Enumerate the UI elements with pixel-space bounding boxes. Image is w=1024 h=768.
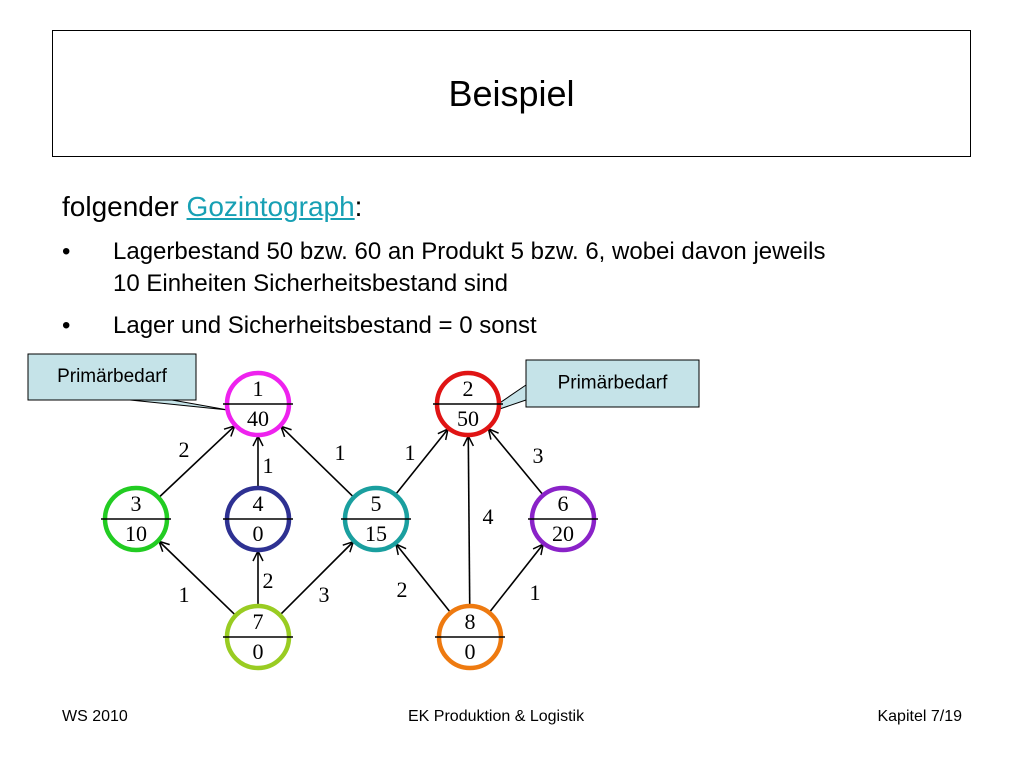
footer-center: EK Produktion & Logistik (408, 708, 585, 725)
node-stock-value: 0 (253, 521, 264, 546)
node-product-number: 3 (131, 491, 142, 516)
node-1: 140 (223, 370, 293, 438)
edge-5-1: 1 (281, 426, 355, 498)
callout-label: Primärbedarf (57, 366, 168, 387)
node-stock-value: 0 (465, 639, 476, 664)
slide-title: Beispiel (448, 72, 575, 114)
callout-box (27, 353, 197, 401)
callout-label: Primärbedarf (558, 373, 669, 394)
node-product-number: 2 (463, 376, 474, 401)
edge-7-4: 2 (258, 551, 274, 606)
callout-box (525, 359, 700, 408)
bullet-text-line: 10 Einheiten Sicherheitsbestand sind (113, 270, 508, 297)
footer-left: WS 2010 (62, 708, 128, 725)
edge-4-1: 1 (258, 436, 274, 488)
edge-quantity-label: 2 (397, 577, 408, 602)
edge-arrow (488, 544, 543, 614)
bullet-symbol: • (62, 312, 71, 339)
node-product-number: 5 (371, 491, 382, 516)
node-product-number: 7 (253, 609, 264, 634)
edge-8-5: 2 (396, 544, 452, 614)
edge-arrow (279, 542, 353, 616)
edge-quantity-label: 2 (179, 437, 190, 462)
node-stock-value: 40 (247, 406, 269, 431)
intro-prefix: folgender (62, 191, 187, 222)
node-stock-value: 10 (125, 521, 147, 546)
edge-3-1: 2 (158, 426, 235, 499)
node-7: 70 (223, 603, 293, 671)
edge-7-3: 1 (159, 541, 237, 617)
edge-quantity-label: 1 (335, 440, 346, 465)
callout-pointer (129, 399, 229, 411)
edge-quantity-label: 3 (319, 582, 330, 607)
edge-5-2: 1 (394, 429, 448, 496)
edge-quantity-label: 4 (483, 504, 494, 529)
node-4: 40 (223, 485, 293, 553)
primaerbedarf-callout: Primärbedarf (27, 353, 229, 411)
node-stock-value: 20 (552, 521, 574, 546)
edge-quantity-label: 3 (533, 443, 544, 468)
edge-quantity-label: 2 (263, 568, 274, 593)
edge-quantity-label: 1 (530, 580, 541, 605)
node-6: 620 (528, 485, 598, 553)
edge-arrow (488, 429, 544, 496)
node-stock-value: 0 (253, 639, 264, 664)
intro-line: folgender Gozintograph: (62, 190, 362, 224)
edge-quantity-label: 1 (179, 582, 190, 607)
edge-arrow (281, 426, 355, 498)
footer-right: Kapitel 7/19 (877, 708, 962, 725)
edge-quantity-label: 1 (405, 440, 416, 465)
bullet-symbol: • (62, 238, 71, 265)
edge-8-6: 1 (488, 544, 543, 614)
node-product-number: 8 (465, 609, 476, 634)
node-product-number: 4 (253, 491, 264, 516)
edge-8-2: 4 (468, 436, 494, 607)
primaerbedarf-callout: Primärbedarf (481, 359, 700, 416)
node-3: 310 (101, 485, 171, 553)
node-8: 80 (435, 603, 505, 671)
edge-6-2: 3 (488, 429, 544, 496)
edge-arrow (159, 541, 237, 617)
bullet-text-line: Lager und Sicherheitsbestand = 0 sonst (113, 312, 537, 339)
title-box: Beispiel (52, 30, 971, 157)
node-5: 515 (341, 485, 411, 553)
node-2: 250 (433, 370, 503, 438)
gozintograph-link[interactable]: Gozintograph (186, 191, 355, 222)
node-stock-value: 50 (457, 406, 479, 431)
intro-suffix: : (354, 191, 363, 222)
node-stock-value: 15 (365, 521, 387, 546)
node-product-number: 6 (558, 491, 569, 516)
edge-7-5: 3 (279, 542, 353, 616)
edge-quantity-label: 1 (263, 453, 274, 478)
edge-arrow (468, 436, 469, 607)
edge-arrow (396, 544, 452, 614)
bullet-text-line: Lagerbestand 50 bzw. 60 an Produkt 5 bzw… (113, 238, 826, 265)
edge-arrow (394, 429, 448, 496)
node-product-number: 1 (253, 376, 264, 401)
edge-arrow (158, 426, 235, 499)
